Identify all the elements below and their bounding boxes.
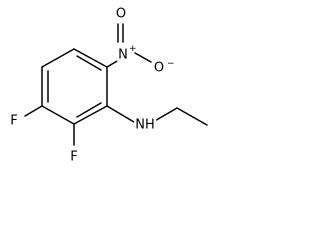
fluorine-bottom-label: F bbox=[69, 149, 79, 165]
nitro-nitrogen-label: N bbox=[117, 47, 129, 63]
c-n-amine-bond bbox=[106, 105, 135, 123]
chemical-structure: N + O O − F F NH bbox=[9, 6, 208, 165]
double-bond-oxygen-label: O bbox=[114, 6, 128, 22]
ring-double-bond-right bbox=[76, 102, 102, 118]
n-o-single-bond bbox=[134, 52, 152, 63]
ring-bond-1 bbox=[41, 48, 75, 68]
n-ethyl-bond-1 bbox=[152, 107, 178, 123]
bond-drawing bbox=[24, 23, 208, 146]
ring-double-bond-top bbox=[76, 55, 102, 71]
ring-bond-5 bbox=[41, 105, 75, 125]
single-bond-oxygen-label: O bbox=[152, 60, 166, 76]
amine-nh-label: NH bbox=[134, 117, 156, 133]
c-f-bond-left bbox=[24, 105, 43, 117]
ethyl-bond-2 bbox=[176, 107, 208, 126]
oxygen-minus-charge: − bbox=[167, 59, 175, 69]
ring-bond-2 bbox=[73, 48, 108, 68]
ring-bond-4 bbox=[73, 105, 108, 125]
fluorine-left-label: F bbox=[9, 113, 19, 129]
nitro-plus-charge: + bbox=[129, 44, 137, 54]
